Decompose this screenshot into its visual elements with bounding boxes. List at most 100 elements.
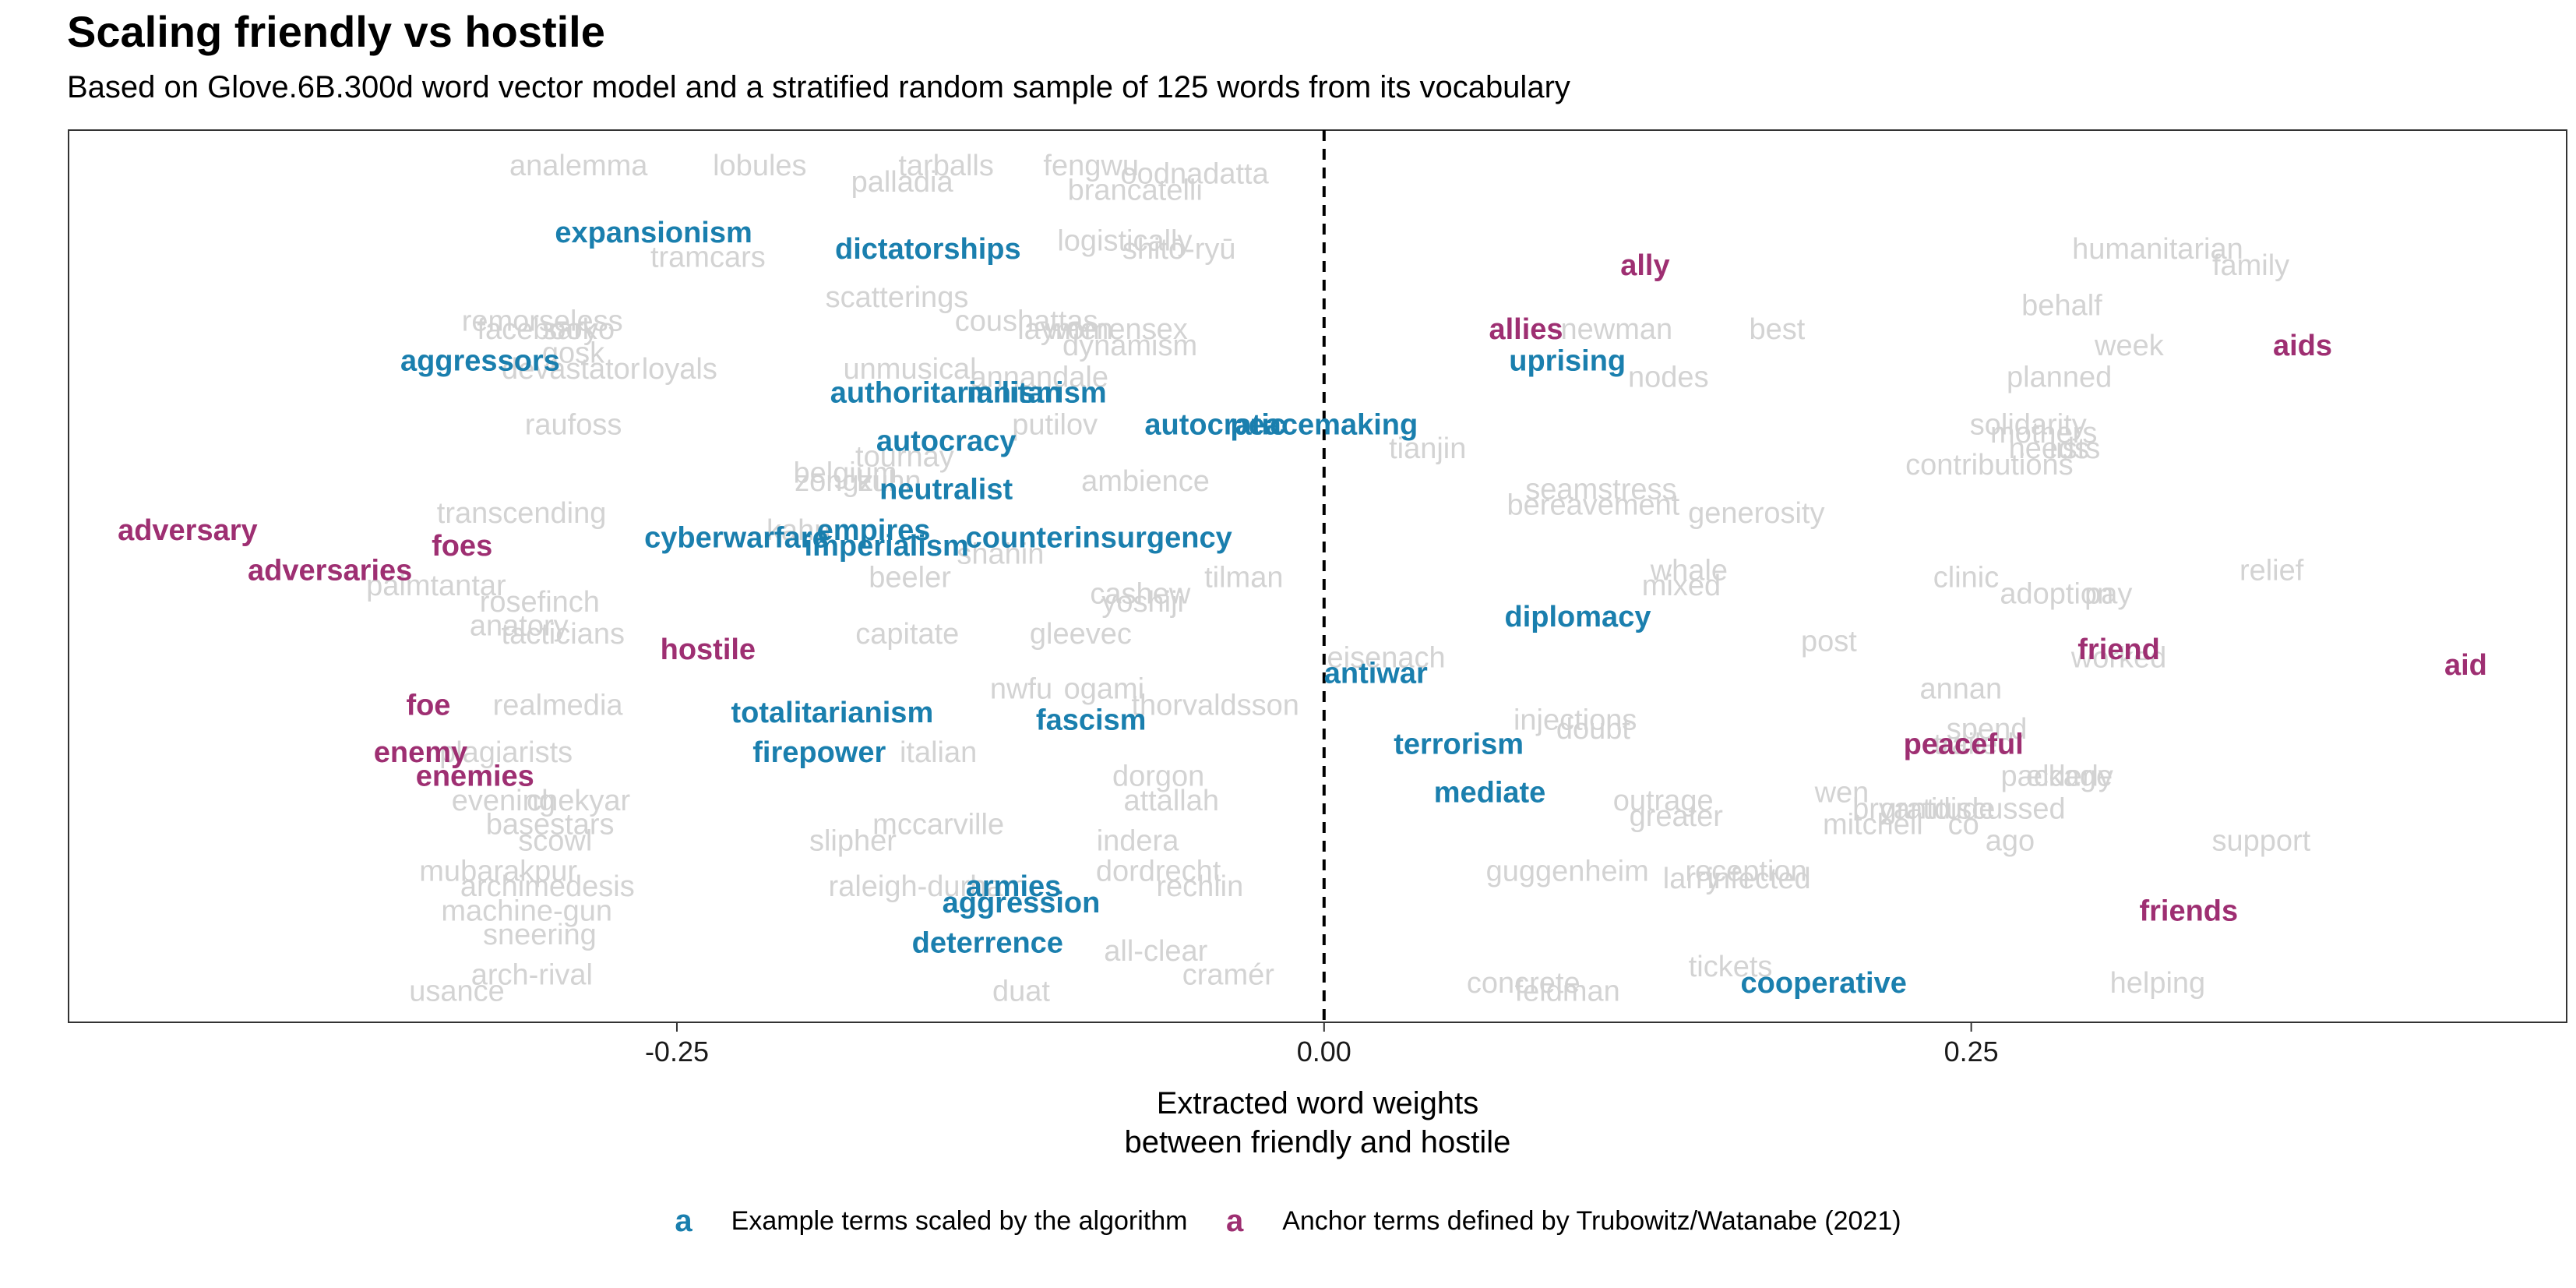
word-label-background: helping [2110,967,2206,1000]
word-label-background: usance [409,976,505,1008]
word-label-anchor: aids [2273,330,2332,362]
word-label-background: package [2000,760,2113,793]
word-label-background: archimedesis [460,870,635,903]
word-label-background: thorvaldsson [1131,689,1299,722]
word-label-background: palladia [851,166,954,199]
x-axis-label-line-1: Extracted word weights [1157,1086,1479,1120]
word-label-scaled: totalitarianism [731,697,934,729]
word-label-background: contributions [1905,449,2073,482]
word-label-background: support [2211,825,2310,858]
word-label-anchor: peaceful [1904,729,2024,761]
word-label-background: logistically [1057,225,1192,258]
word-label-background: realmedia [493,689,624,722]
word-label-background: saryo [542,313,615,346]
word-label-scaled: autocracy [876,425,1017,458]
word-label-scaled: firepower [752,736,886,769]
word-label-background: pay [2084,578,2132,611]
word-label-scaled: peacemaking [1230,409,1418,442]
word-label-background: dorgon [1112,760,1204,793]
word-label-background: solidarity [1970,409,2087,442]
word-label-background: scowl [518,825,592,858]
word-label-background: attallah [1123,785,1219,817]
word-label-background: belgium [793,457,897,489]
word-label-background: tournay [855,440,954,473]
word-label-background: italian [900,736,977,769]
x-tick-label: 0.00 [1297,1036,1351,1067]
word-label-scaled: empires [817,514,931,547]
word-label-background: mitchell [1823,809,1923,842]
word-label-scaled: uprising [1509,345,1626,378]
word-label-background: scatterings [826,281,969,314]
x-axis-label-line-2: between friendly and hostile [1125,1125,1511,1159]
word-label-background: raleigh-durham [829,870,1028,903]
word-label-scaled: cooperative [1741,967,1907,1000]
word-label-background: co [1948,809,1979,842]
word-label-background: transcending [437,497,607,530]
word-label-background: lists [2049,432,2100,465]
word-label-background: facebook [477,313,597,346]
word-label-background: gleevec [1030,618,1132,651]
word-label-background: oodnadatta [1121,158,1270,191]
word-label-scaled: cyberwarfare [644,521,829,554]
word-label-background: analemma [509,150,648,182]
word-label-background: sneering [483,919,597,951]
word-label-background: worked [2070,642,2167,675]
word-label-background: womensex [1045,313,1188,346]
word-label-background: outrage [1613,785,1714,817]
word-label-background: annandale [970,362,1108,394]
word-label-scaled: aggressors [400,345,560,378]
word-label-background: clinic [1933,562,1999,595]
word-label-background: concrete [1467,967,1580,1000]
word-label-background: cramér [1182,959,1275,992]
word-label-background: wen [1814,777,1869,810]
word-label-background: ogami [1064,672,1145,705]
word-label-background: nodes [1628,362,1709,394]
word-label-background: arch-rival [471,959,593,992]
word-label-scaled: terrorism [1394,729,1524,761]
word-label-background: unmusical [844,353,977,386]
word-label-background: humanitarian [2072,233,2243,266]
word-label-background: all-clear [1104,935,1207,968]
word-label-background: needs [2009,432,2090,465]
word-label-anchor: allies [1489,313,1563,346]
word-label-background: plagiarists [439,736,573,769]
word-label-background: machine-gun [441,895,612,928]
legend-item-scaled: a Example terms scaled by the algorithm [675,1204,1187,1239]
word-label-background: shitō-ryū [1122,233,1236,266]
word-label-background: putilov [1012,409,1098,442]
word-label-background: zongzi [795,465,880,498]
word-label-background: lobules [713,150,806,182]
x-tick-label: 0.25 [1944,1036,1999,1067]
plot-panel [68,129,2567,1023]
word-label-background: nwfu [990,672,1052,705]
legend-key-scaled: a [675,1204,692,1238]
legend-label-anchor: Anchor terms defined by Trubowitz/Watana… [1282,1206,1901,1236]
word-label-background: infected [1707,863,1811,895]
word-label-background: remorseless [462,305,623,337]
word-label-scaled: fascism [1036,704,1147,736]
word-label-background: chekyar [527,785,630,817]
word-label-anchor: foe [406,689,450,722]
word-label-background: loyals [642,353,717,386]
word-label-background: doubt [1556,713,1631,746]
word-label-background: behalf [2021,289,2102,322]
word-label-background: elderly [2026,760,2113,793]
word-label-anchor: ally [1620,249,1669,282]
word-label-scaled: armies [966,870,1062,903]
word-label-scaled: imperialism [805,530,969,563]
legend: a Example terms scaled by the algorithm … [0,1204,2576,1239]
word-label-background: palmtantar [366,570,506,602]
word-label-background: trailed [1933,729,2014,761]
word-label-background: family [2212,249,2289,282]
word-label-background: tramcars [650,242,766,274]
word-label-scaled: deterrence [912,927,1063,960]
word-label-background: gosk [542,337,605,369]
chart-title: Scaling friendly vs hostile [67,7,605,56]
word-label-anchor: friend [2077,633,2160,666]
word-label-background: planned [2007,362,2112,394]
word-label-background: discussed [1934,793,2066,826]
word-label-background: best [1749,313,1805,346]
word-label-anchor: hostile [661,633,756,666]
word-label-background: indera [1097,825,1179,858]
